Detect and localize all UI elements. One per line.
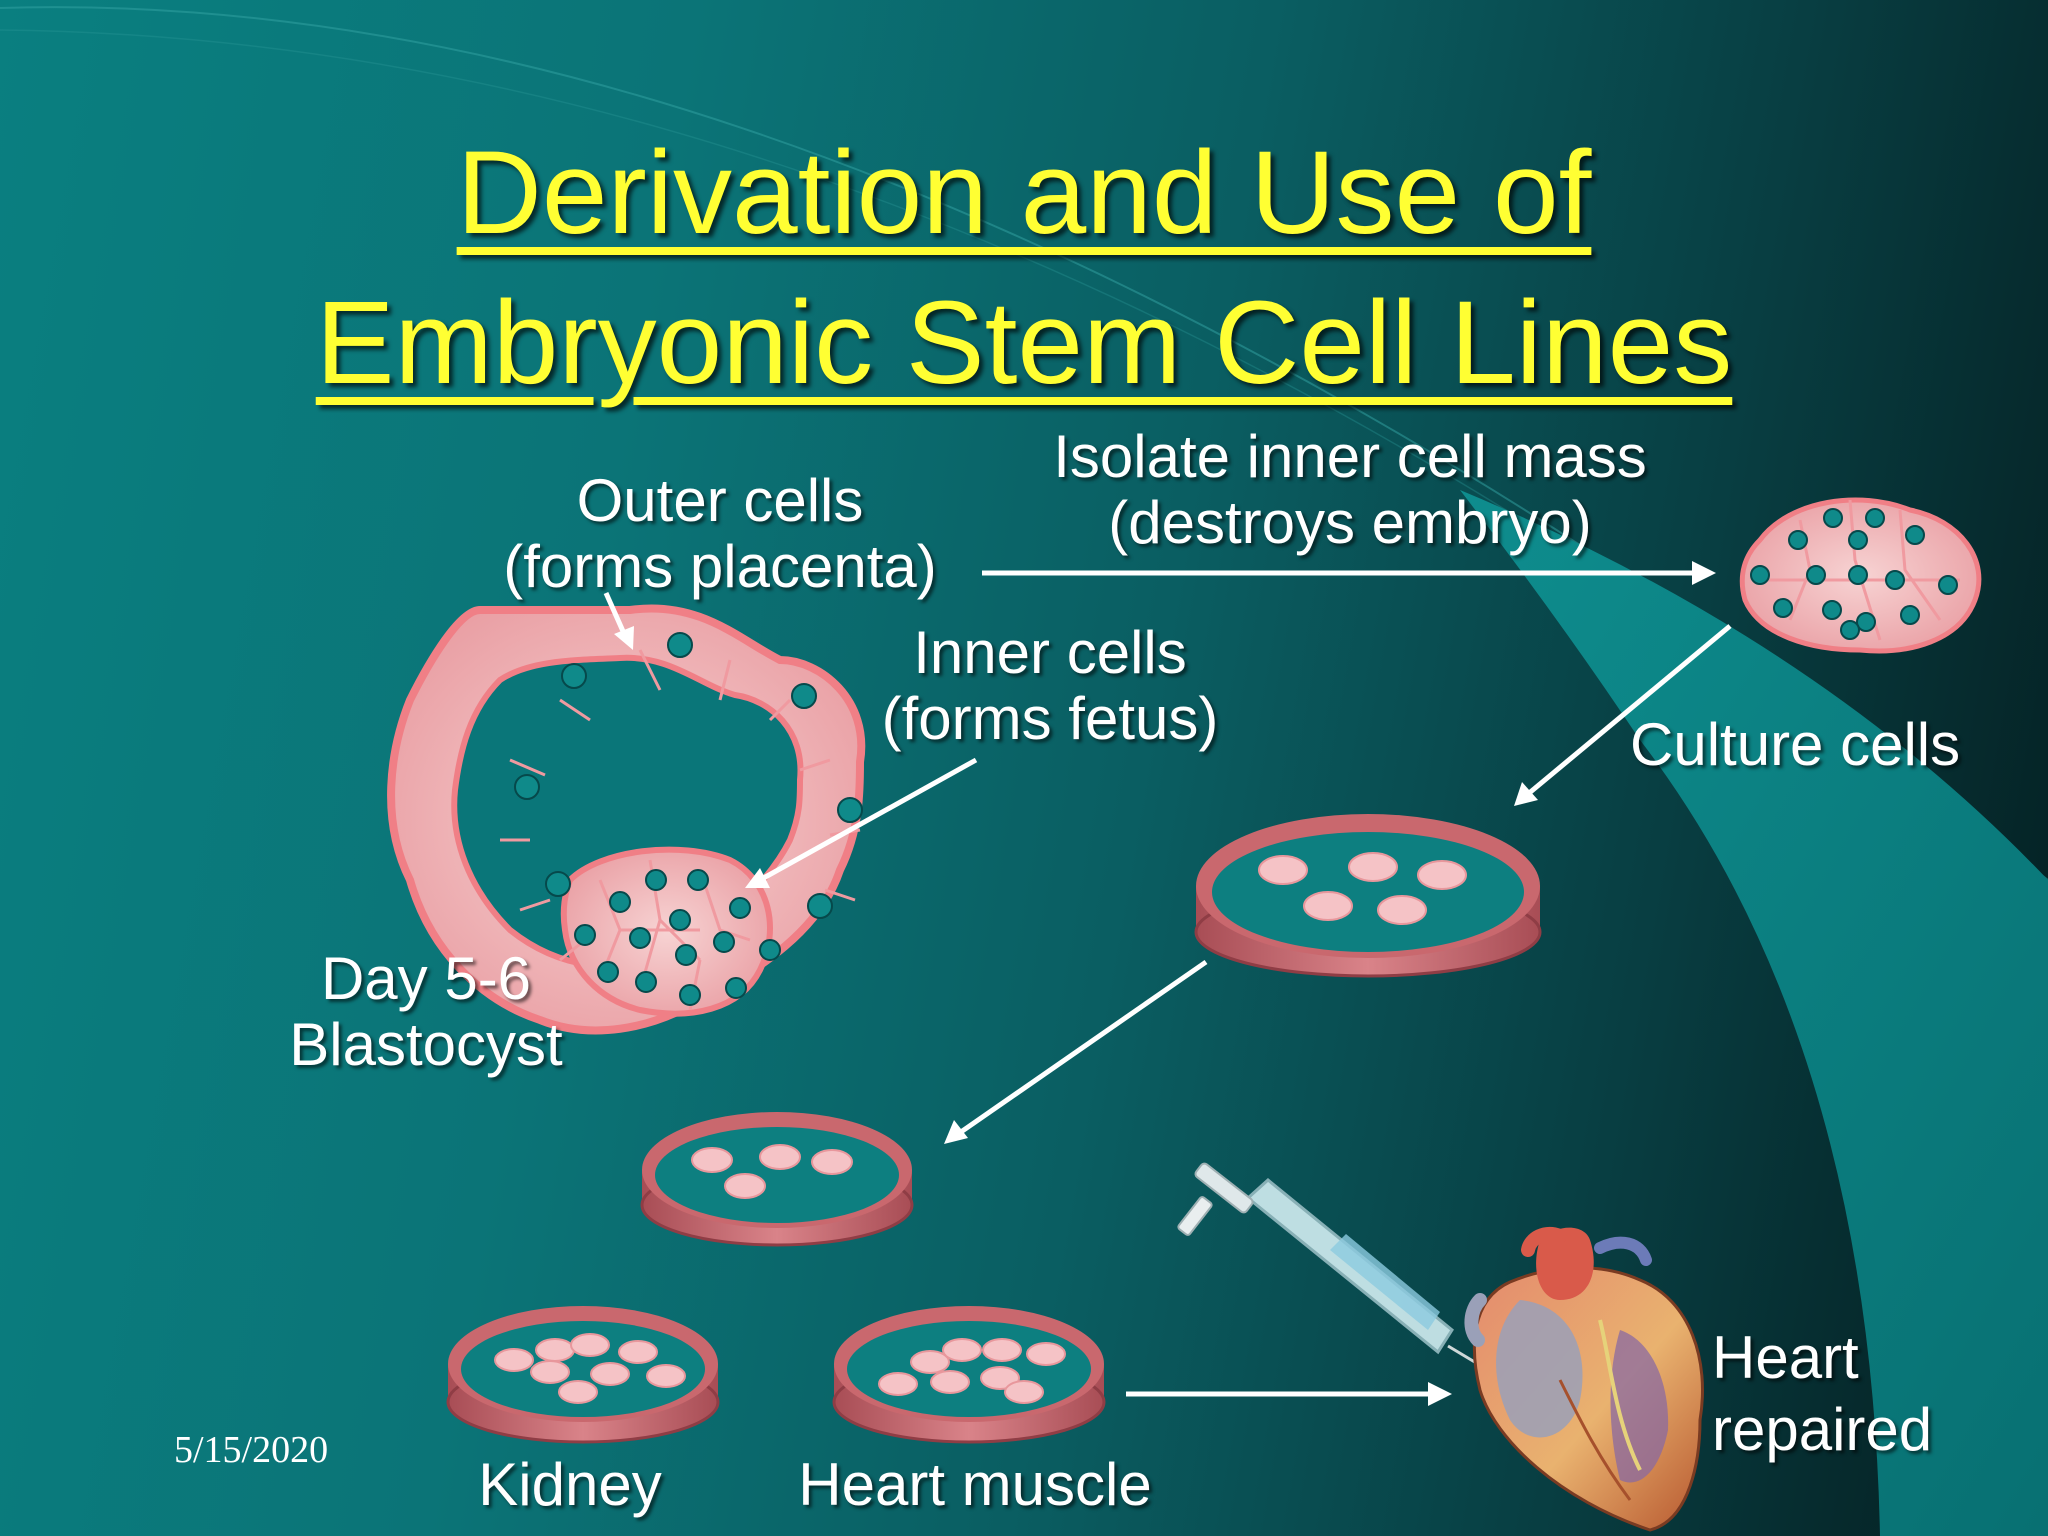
label-outer-cells: Outer cells (forms placenta) xyxy=(460,468,980,600)
cell-cluster-illustration xyxy=(1739,497,1982,654)
slide-title-line-2: Embryonic Stem Cell Lines xyxy=(315,277,1733,409)
petri-dish-illustration xyxy=(446,1306,720,1444)
label-blastocyst-line-2: Blastocyst xyxy=(289,1011,563,1078)
label-blastocyst-line-1: Day 5-6 xyxy=(320,945,532,1012)
diagram-arrows xyxy=(603,561,1732,1406)
label-heart-muscle: Heart muscle xyxy=(798,1451,1152,1518)
label-heart-repaired-line-2: repaired xyxy=(1712,1396,1933,1463)
label-heart-repaired: Heart repaired xyxy=(1712,1322,2012,1466)
label-isolate-line-2: (destroys embryo) xyxy=(1108,489,1592,556)
label-inner-cells-line-1: Inner cells xyxy=(913,619,1187,686)
petri-dish-illustration xyxy=(1194,814,1542,978)
background-swoosh xyxy=(1460,490,2048,1536)
label-inner-cells: Inner cells (forms fetus) xyxy=(840,620,1260,752)
label-kidney: Kidney xyxy=(478,1451,662,1518)
label-inner-cells-line-2: (forms fetus) xyxy=(881,685,1219,752)
label-outer-cells-line-2: (forms placenta) xyxy=(503,533,937,600)
heart-illustration xyxy=(1464,1226,1704,1532)
label-outer-cells-line-1: Outer cells xyxy=(576,467,864,534)
label-isolate-line-1: Isolate inner cell mass xyxy=(1053,423,1647,490)
petri-dish-illustration xyxy=(640,1112,914,1247)
blastocyst-illustration xyxy=(387,604,866,1035)
label-isolate-inner-cell-mass: Isolate inner cell mass (destroys embryo… xyxy=(1000,424,1700,556)
label-culture-cells: Culture cells xyxy=(1630,711,1961,778)
syringe-illustration xyxy=(1177,1162,1489,1372)
label-blastocyst: Day 5-6 Blastocyst xyxy=(256,946,596,1078)
petri-dish-illustration xyxy=(832,1306,1106,1444)
slide-title-line-1: Derivation and Use of xyxy=(456,127,1592,259)
label-heart-repaired-line-1: Heart xyxy=(1712,1324,1859,1391)
slide-date: 5/15/2020 xyxy=(174,1429,329,1471)
